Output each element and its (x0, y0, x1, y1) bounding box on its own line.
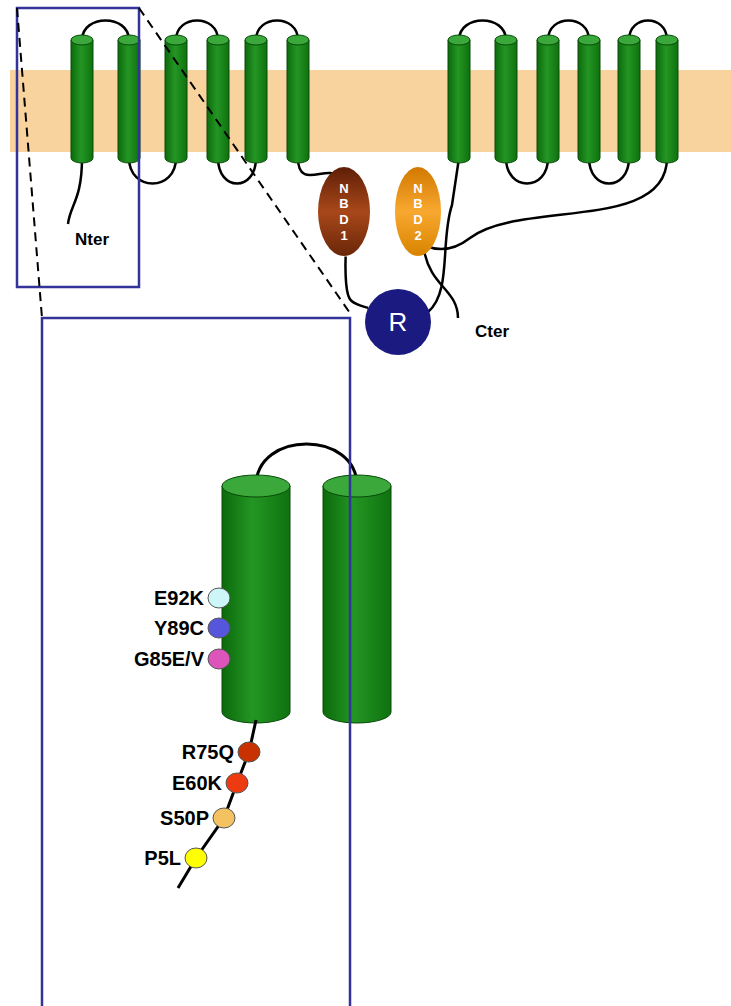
zoom-line (17, 8, 42, 318)
domain-ellipse: N B D 1 (318, 167, 370, 256)
mutation-dot (185, 848, 207, 868)
regulatory-circle: R (365, 289, 431, 355)
zoom-line (139, 8, 352, 316)
transmembrane-helix (495, 35, 517, 163)
transmembrane-helix (618, 35, 640, 163)
terminus-label: Nter (75, 230, 109, 250)
domain-name: N B D 2 (413, 181, 422, 243)
mutation-label: Y89C (154, 617, 204, 640)
inset-frame (42, 318, 350, 1006)
domain-ellipse: N B D 2 (395, 167, 441, 256)
mutation-dot (226, 773, 248, 793)
transmembrane-helix (578, 35, 600, 163)
n-terminal-chain (68, 158, 82, 224)
mutation-dot (213, 808, 235, 828)
chain-to-nbd2 (426, 158, 667, 249)
mutation-label: E92K (154, 587, 204, 610)
mutation-label: S50P (160, 807, 209, 830)
c-terminal-chain (424, 250, 458, 318)
mutation-label: P5L (144, 847, 181, 870)
mutation-dot (208, 588, 230, 608)
transmembrane-helix (448, 35, 470, 163)
transmembrane-helix (207, 35, 229, 163)
mutation-label: R75Q (182, 741, 234, 764)
transmembrane-helix (537, 35, 559, 163)
domain-name: R (389, 307, 408, 338)
transmembrane-helix (118, 35, 140, 163)
transmembrane-helix (71, 35, 93, 163)
transmembrane-helix (287, 35, 309, 163)
domain-name: N B D 1 (339, 181, 348, 243)
mutation-dot (208, 618, 230, 638)
mutation-dot (208, 649, 230, 669)
inset-helix (222, 475, 290, 723)
terminus-label: Cter (475, 322, 509, 342)
mutation-dot (238, 742, 260, 762)
transmembrane-helix (165, 35, 187, 163)
zoom-frame (17, 8, 139, 287)
polypeptide-link (345, 256, 368, 307)
transmembrane-helix (656, 35, 678, 163)
mutation-label: E60K (172, 772, 222, 795)
inset-helix (323, 475, 391, 723)
transmembrane-helix (245, 35, 267, 163)
mutation-label: G85E/V (134, 648, 204, 671)
